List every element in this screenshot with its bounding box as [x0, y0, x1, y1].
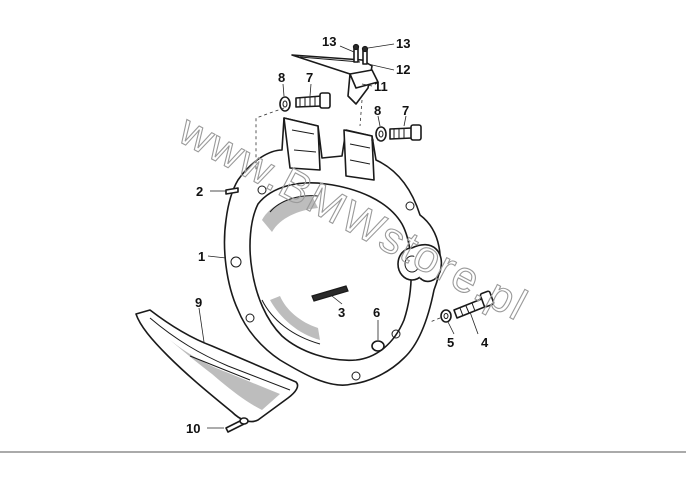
dowel-pin — [311, 285, 349, 302]
callout-6: 6 — [373, 305, 380, 320]
callout-7-left: 7 — [306, 70, 313, 85]
callout-10: 10 — [186, 421, 200, 436]
callout-5: 5 — [447, 335, 454, 350]
callout-7-right: 7 — [402, 103, 409, 118]
right-bolt-group — [440, 290, 495, 323]
leader-lines — [198, 43, 479, 429]
locating-pin — [225, 187, 239, 195]
callout-3: 3 — [338, 305, 345, 320]
callout-9: 9 — [195, 295, 202, 310]
bracket-assembly — [291, 43, 379, 105]
upper-left-bolt-group — [279, 92, 331, 112]
callout-8-left: 8 — [278, 70, 285, 85]
callout-2: 2 — [196, 184, 203, 199]
callout-12: 12 — [396, 62, 410, 77]
bell-housing — [223, 117, 443, 386]
callout-13-right: 13 — [396, 36, 410, 51]
upper-right-bolt-group — [375, 124, 422, 142]
callout-1: 1 — [198, 249, 205, 264]
cover-plate — [135, 309, 299, 423]
callout-13-left: 13 — [322, 34, 336, 49]
cover-screw — [225, 417, 249, 433]
callout-4: 4 — [481, 335, 489, 350]
callout-11: 11 — [374, 79, 388, 94]
callout-labels: 1 2 3 4 5 6 7 7 8 8 9 10 11 12 13 13 — [186, 34, 489, 436]
callout-8-right: 8 — [374, 103, 381, 118]
